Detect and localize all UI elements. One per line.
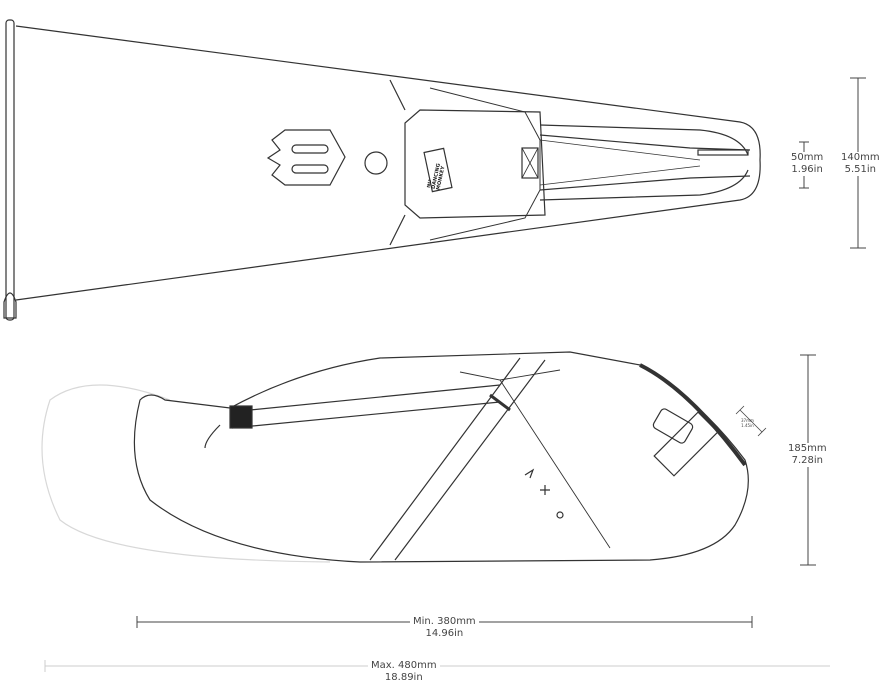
valve-circle xyxy=(364,151,388,175)
dim-mm-text: 185mm xyxy=(788,443,827,454)
rod-end-cap xyxy=(3,292,17,319)
side-outline xyxy=(133,351,749,563)
dim-in-text: 14.96in xyxy=(425,628,464,639)
extended-ghost-outline xyxy=(41,384,331,563)
seatpost-clamp xyxy=(653,411,719,477)
dim-140mm: 140mm 5.51in xyxy=(838,152,880,176)
claw-logo xyxy=(266,129,346,186)
side-logo xyxy=(652,408,694,444)
icons-mark xyxy=(524,468,550,495)
dim-max-length: Max. 480mm 18.89in xyxy=(368,660,440,684)
dim-185mm: 185mm 7.28in xyxy=(785,443,830,467)
center-panel xyxy=(404,109,546,219)
top-view xyxy=(3,19,866,321)
diagonal-strap xyxy=(369,357,546,561)
top-outline xyxy=(15,25,761,301)
buckle xyxy=(229,405,253,429)
dim-mm-text: 37mm xyxy=(741,418,754,423)
dim-in-text: 1.96in xyxy=(791,164,823,175)
side-view xyxy=(41,351,830,672)
dim-50mm: 50mm 1.96in xyxy=(788,152,827,176)
dim-in-text: 5.51in xyxy=(844,164,876,175)
dim-37mm: 37mm 1.45in xyxy=(738,418,757,428)
rail-rod xyxy=(5,19,15,321)
label-patch xyxy=(423,147,453,193)
dim-mm-text: Min. 380mm xyxy=(413,616,476,627)
cross-patch xyxy=(521,147,539,179)
dim-mm-text: Max. 480mm xyxy=(371,660,437,671)
side-rail-edge xyxy=(639,363,747,467)
dim-in-text: 7.28in xyxy=(791,455,823,466)
dim-mm-text: 50mm xyxy=(791,152,824,163)
compression-strap xyxy=(229,384,501,429)
dim-mm-text: 140mm xyxy=(841,152,880,163)
top-logo-strip xyxy=(697,149,749,156)
dim-in-text: 1.45in xyxy=(741,423,754,428)
dim-min-length: Min. 380mm 14.96in xyxy=(410,616,479,640)
dim-in-text: 18.89in xyxy=(384,672,423,683)
